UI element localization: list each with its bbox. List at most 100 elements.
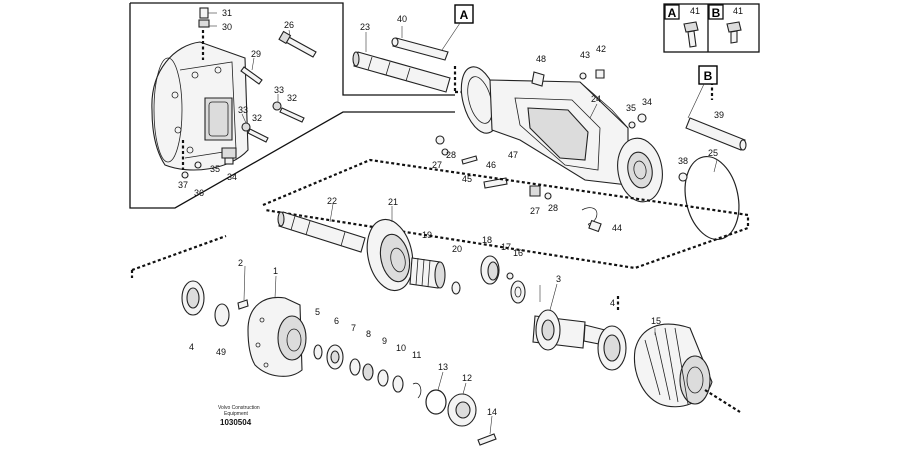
bolt-2 xyxy=(237,299,249,310)
brand-line-2: Equipment xyxy=(224,411,249,417)
part-label: 3 xyxy=(556,274,561,284)
legend-a-label: A xyxy=(668,6,677,20)
document-number: 1030504 xyxy=(220,418,252,427)
part-label: 17 xyxy=(501,242,511,252)
part-label: 48 xyxy=(536,54,546,64)
part-label: 15 xyxy=(651,316,661,326)
inset-detail-view xyxy=(129,2,455,209)
part-label: 35 xyxy=(210,164,220,174)
part-label: 2 xyxy=(238,258,243,268)
part-label: 43 xyxy=(580,50,590,60)
part-label: 28 xyxy=(446,150,456,160)
shaft-39 xyxy=(685,117,747,151)
callout-a: A xyxy=(441,4,474,51)
plug-48 xyxy=(531,71,545,87)
part-label: 47 xyxy=(508,150,518,160)
final-drive-assembly xyxy=(277,211,741,413)
planet-carrier-21 xyxy=(366,218,414,292)
wheel-end-assembly xyxy=(130,234,497,446)
bolt-45 xyxy=(461,155,478,165)
part-label: 27 xyxy=(530,206,540,216)
bearing-18 xyxy=(480,255,500,285)
bearing-9 xyxy=(377,369,389,387)
part-label: 32 xyxy=(287,93,297,103)
part-label: 16 xyxy=(513,248,523,258)
wheel-hub-15 xyxy=(633,323,713,408)
bearing-4-right xyxy=(597,325,627,371)
plug-34-inset xyxy=(221,147,237,165)
cover-12 xyxy=(447,393,477,427)
part-number-labels: 31 30 26 29 33 32 33 32 35 34 37 36 40 2… xyxy=(178,8,724,417)
part-label: 5 xyxy=(315,307,320,317)
ring-17 xyxy=(506,272,514,280)
part-label: 22 xyxy=(327,196,337,206)
part-label: 7 xyxy=(351,323,356,333)
part-label: 34 xyxy=(642,97,652,107)
part-label: 31 xyxy=(222,8,232,18)
bolt-46 xyxy=(483,177,508,189)
bearing-4-left xyxy=(181,280,205,316)
hub-1 xyxy=(247,296,307,377)
shaft-23 xyxy=(352,51,451,93)
part-label: 21 xyxy=(388,197,398,207)
part-label: 30 xyxy=(222,22,232,32)
callout-a-label: A xyxy=(460,8,469,22)
part-label: 24 xyxy=(591,94,601,104)
part-label: 35 xyxy=(626,103,636,113)
part-label: 20 xyxy=(452,244,462,254)
part-label: 13 xyxy=(438,362,448,372)
part-label: 49 xyxy=(216,347,226,357)
breather-31 xyxy=(198,7,210,28)
part-label: 4 xyxy=(610,298,615,308)
part-label: 29 xyxy=(251,49,261,59)
bolt-icon-a xyxy=(683,21,699,48)
legend-a-part: 41 xyxy=(690,6,700,16)
part-label: 25 xyxy=(708,148,718,158)
part-label: 26 xyxy=(284,20,294,30)
part-label: 46 xyxy=(486,160,496,170)
part-label: 27 xyxy=(432,160,442,170)
brand-line-1: Volvo Construction xyxy=(218,405,260,411)
legend-b-label: B xyxy=(712,6,721,20)
washer-10 xyxy=(392,375,404,393)
bolt-42 xyxy=(595,69,605,79)
part-label: 40 xyxy=(397,14,407,24)
gear-16 xyxy=(510,280,526,304)
plug-27-left xyxy=(435,135,445,145)
part-label: 14 xyxy=(487,407,497,417)
part-label: 38 xyxy=(678,156,688,166)
gear-6 xyxy=(326,344,344,370)
part-label: 12 xyxy=(462,373,472,383)
snap-ring-11 xyxy=(412,382,422,399)
part-label: 10 xyxy=(396,343,406,353)
bolt-icon-b xyxy=(726,21,742,44)
part-label: 33 xyxy=(238,105,248,115)
plug-33-upper xyxy=(272,101,305,123)
seal-49 xyxy=(214,303,230,327)
part-label: 18 xyxy=(482,235,492,245)
shaft-22 xyxy=(277,211,366,253)
washer-35-36-37 xyxy=(181,161,202,179)
plug-34 xyxy=(637,113,647,123)
legend-b-part: 41 xyxy=(733,6,743,16)
plug-27 xyxy=(529,185,541,197)
part-label: 39 xyxy=(714,110,724,120)
part-label: 33 xyxy=(274,85,284,95)
washer-43 xyxy=(579,72,587,80)
part-label: 37 xyxy=(178,180,188,190)
part-label: 19 xyxy=(422,230,432,240)
part-label: 8 xyxy=(366,329,371,339)
o-ring-13 xyxy=(425,389,447,415)
part-label: 34 xyxy=(227,172,237,182)
bolt-26 xyxy=(278,30,317,58)
part-label: 4 xyxy=(189,342,194,352)
shaft-40 xyxy=(391,37,449,61)
seal-38 xyxy=(678,172,688,182)
axle-housing-assembly xyxy=(262,37,750,270)
part-label: 44 xyxy=(612,223,622,233)
part-label: 45 xyxy=(462,174,472,184)
washer-35 xyxy=(628,121,636,129)
part-label: 36 xyxy=(194,188,204,198)
